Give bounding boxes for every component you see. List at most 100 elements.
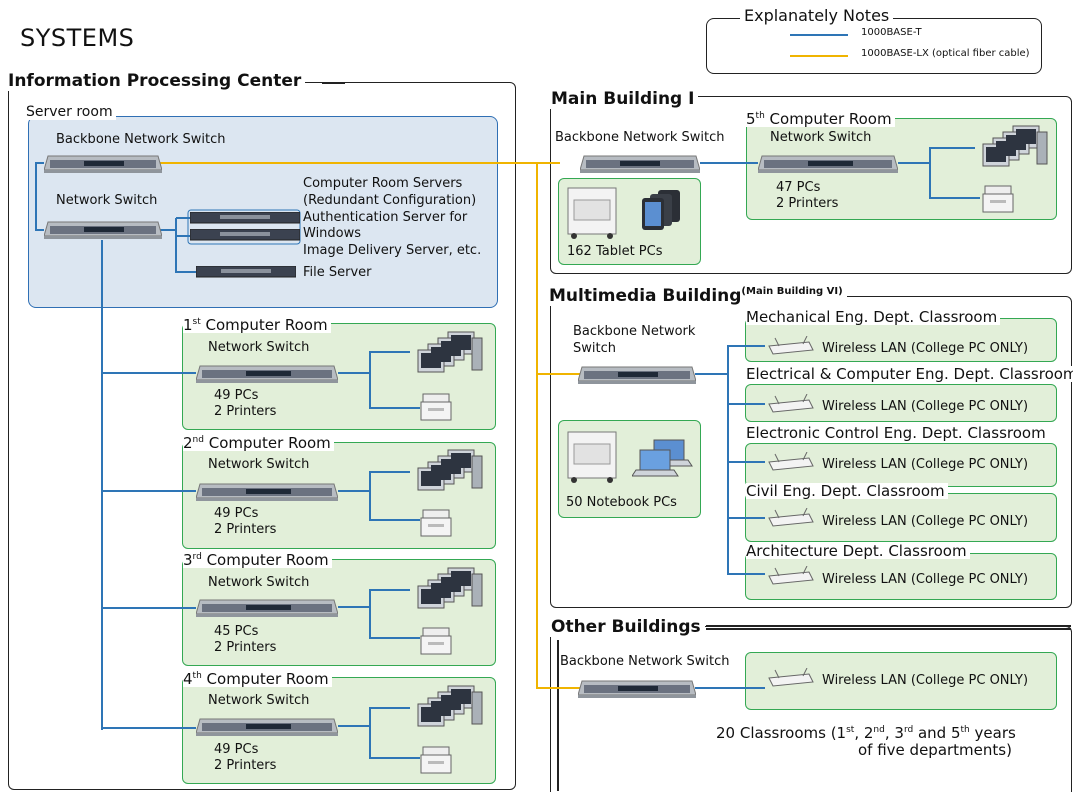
server-line-3: Authentication Server for bbox=[303, 210, 468, 225]
main1-frame bbox=[550, 96, 1072, 274]
room-5-switch-label: Network Switch bbox=[770, 130, 872, 145]
server-rack-icon-1 bbox=[190, 212, 300, 224]
server-rack-icon-2 bbox=[190, 229, 300, 241]
room-2-pcs: 49 PCs bbox=[214, 506, 259, 521]
notebook-cart-icon bbox=[567, 431, 617, 483]
room-3-pcs-icon bbox=[417, 567, 483, 609]
room-3-title: 3rd Computer Room bbox=[183, 549, 332, 568]
ipc-title: Information Processing Center bbox=[6, 71, 306, 91]
server-line-4: Windows bbox=[303, 226, 362, 241]
room-2-printers: 2 Printers bbox=[214, 522, 277, 537]
other-classrooms-line-2: of five departments) bbox=[858, 741, 1012, 759]
mm-backbone-label-1: Backbone Network bbox=[573, 324, 696, 339]
wifi-router-icon-2 bbox=[768, 394, 814, 413]
room-2-title: 2nd Computer Room bbox=[183, 432, 334, 451]
other-frame-inner-line bbox=[557, 640, 559, 791]
server-switch-icon bbox=[44, 221, 162, 239]
main1-title: Main Building I bbox=[549, 89, 699, 109]
other-title-rule-2 bbox=[706, 628, 1071, 630]
wifi-router-icon-1 bbox=[768, 336, 814, 355]
room-1-switch-label: Network Switch bbox=[208, 340, 310, 355]
tablets-label: 162 Tablet PCs bbox=[567, 244, 663, 259]
classroom-wifi-4: Wireless LAN (College PC ONLY) bbox=[822, 514, 1029, 529]
other-frame bbox=[550, 626, 1072, 792]
room-5-printer-icon bbox=[982, 185, 1014, 213]
room-4-switch-icon bbox=[196, 718, 338, 736]
other-wifi-router-icon bbox=[768, 668, 814, 687]
room-1-pcs: 49 PCs bbox=[214, 388, 259, 403]
room-4-switch-label: Network Switch bbox=[208, 693, 310, 708]
classroom-title-5: Architecture Dept. Classroom bbox=[746, 543, 970, 559]
ipc-title-rule bbox=[322, 82, 345, 84]
room-5-switch-icon bbox=[758, 155, 898, 173]
classroom-title-3: Electronic Control Eng. Dept. Classroom bbox=[746, 425, 1049, 441]
wifi-router-icon-3 bbox=[768, 452, 814, 471]
classroom-wifi-2: Wireless LAN (College PC ONLY) bbox=[822, 399, 1029, 414]
mm-title-wrap: Multimedia Building(Main Building VI) bbox=[549, 286, 847, 306]
room-4-printer-icon bbox=[420, 746, 452, 774]
other-title: Other Buildings bbox=[549, 617, 705, 637]
other-title-rule bbox=[706, 625, 1071, 627]
wifi-router-icon-4 bbox=[768, 508, 814, 527]
notebook-icon bbox=[632, 439, 693, 477]
tablet-cart-icon bbox=[567, 187, 617, 239]
room-5-printers: 2 Printers bbox=[776, 196, 839, 211]
classroom-title-4: Civil Eng. Dept. Classroom bbox=[746, 483, 948, 499]
file-server-icon bbox=[196, 266, 296, 278]
legend-title: Explanately Notes bbox=[740, 6, 894, 25]
mm-backbone-label-2: Switch bbox=[573, 341, 616, 356]
room-5-title: 5th Computer Room bbox=[746, 108, 895, 127]
page-title: SYSTEMS bbox=[20, 24, 135, 52]
classroom-title-1: Mechanical Eng. Dept. Classroom bbox=[746, 309, 1001, 325]
room-4-printers: 2 Printers bbox=[214, 758, 277, 773]
other-wifi-label: Wireless LAN (College PC ONLY) bbox=[822, 673, 1029, 688]
room-1-title: 1st Computer Room bbox=[183, 314, 331, 333]
room-3-printers: 2 Printers bbox=[214, 640, 277, 655]
legend-line-1000base-lx bbox=[790, 55, 848, 57]
room-4-pcs-icon bbox=[417, 685, 483, 727]
wifi-router-icon-5 bbox=[768, 566, 814, 585]
server-network-switch-label: Network Switch bbox=[56, 193, 158, 208]
server-line-2: (Redundant Configuration) bbox=[303, 193, 477, 208]
classroom-wifi-1: Wireless LAN (College PC ONLY) bbox=[822, 341, 1029, 356]
legend-label-1000base-t: 1000BASE-T bbox=[861, 27, 922, 38]
mm-backbone-switch-icon bbox=[578, 366, 696, 384]
classroom-wifi-3: Wireless LAN (College PC ONLY) bbox=[822, 457, 1029, 472]
legend-label-1000base-lx: 1000BASE-LX (optical fiber cable) bbox=[861, 48, 1030, 59]
room-3-pcs: 45 PCs bbox=[214, 624, 259, 639]
room-1-printer-icon bbox=[420, 393, 452, 421]
mm-subtitle: (Main Building VI) bbox=[741, 286, 843, 297]
room-3-switch-icon bbox=[196, 599, 338, 617]
mm-title: Multimedia Building bbox=[549, 286, 742, 306]
room-2-printer-icon bbox=[420, 509, 452, 537]
tablet-icon bbox=[642, 190, 680, 230]
room-1-pcs-icon bbox=[417, 331, 483, 373]
other-classrooms-line-1: 20 Classrooms (1st, 2nd, 3rd and 5th yea… bbox=[716, 724, 1016, 742]
notebooks-label: 50 Notebook PCs bbox=[566, 495, 677, 510]
classroom-title-2: Electrical & Computer Eng. Dept. Classro… bbox=[746, 366, 1073, 382]
main1-backbone-switch-icon bbox=[580, 155, 700, 173]
server-line-5: Image Delivery Server, etc. bbox=[303, 243, 482, 258]
server-room-title: Server room bbox=[26, 104, 116, 120]
room-2-switch-icon bbox=[196, 483, 338, 501]
room-3-printer-icon bbox=[420, 627, 452, 655]
backbone-label: Backbone Network Switch bbox=[56, 132, 226, 147]
room-1-printers: 2 Printers bbox=[214, 404, 277, 419]
server-line-1: Computer Room Servers bbox=[303, 176, 463, 191]
other-backbone-switch-icon bbox=[578, 680, 696, 698]
room-4-title: 4th Computer Room bbox=[183, 668, 332, 687]
legend-line-1000base-t bbox=[790, 34, 848, 36]
room-5-pcs: 47 PCs bbox=[776, 180, 821, 195]
room-5-pcs-icon bbox=[982, 125, 1048, 167]
backbone-switch-icon bbox=[44, 155, 162, 173]
room-1-switch-icon bbox=[196, 365, 338, 383]
classroom-wifi-5: Wireless LAN (College PC ONLY) bbox=[822, 572, 1029, 587]
file-server-label: File Server bbox=[303, 265, 372, 280]
room-2-pcs-icon bbox=[417, 449, 483, 491]
other-backbone-label: Backbone Network Switch bbox=[560, 654, 730, 669]
room-2-switch-label: Network Switch bbox=[208, 457, 310, 472]
room-3-switch-label: Network Switch bbox=[208, 575, 310, 590]
room-4-pcs: 49 PCs bbox=[214, 742, 259, 757]
main1-backbone-label: Backbone Network Switch bbox=[555, 130, 725, 145]
